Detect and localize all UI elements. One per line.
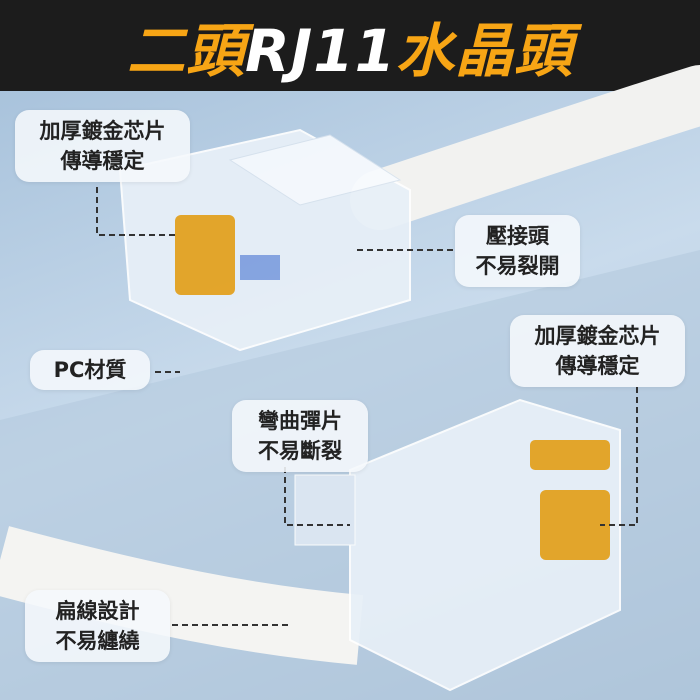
title-banner: 二頭RJ11水晶頭 (0, 0, 700, 91)
callout-gold-contacts-bottom: 加厚鍍金芯片傳導穩定 (510, 315, 685, 387)
connector-top (118, 128, 411, 352)
leader-lines (96, 187, 638, 626)
product-title: 二頭RJ11水晶頭 (127, 16, 573, 85)
callout-gold-contacts-top: 加厚鍍金芯片傳導穩定 (15, 110, 190, 182)
callout-crimp-head: 壓接頭不易裂開 (455, 215, 580, 287)
cable-bottom (0, 526, 364, 665)
cable-top (350, 65, 700, 230)
gold-contacts-top (175, 215, 235, 295)
gold-contacts-bottom (530, 440, 610, 470)
callout-flat-cable: 扁線設計不易纏繞 (25, 590, 170, 662)
connector-bottom (294, 398, 621, 692)
callout-spring-clip: 彎曲彈片不易斷裂 (232, 400, 368, 472)
callout-pc-material: PC材質 (30, 350, 150, 390)
